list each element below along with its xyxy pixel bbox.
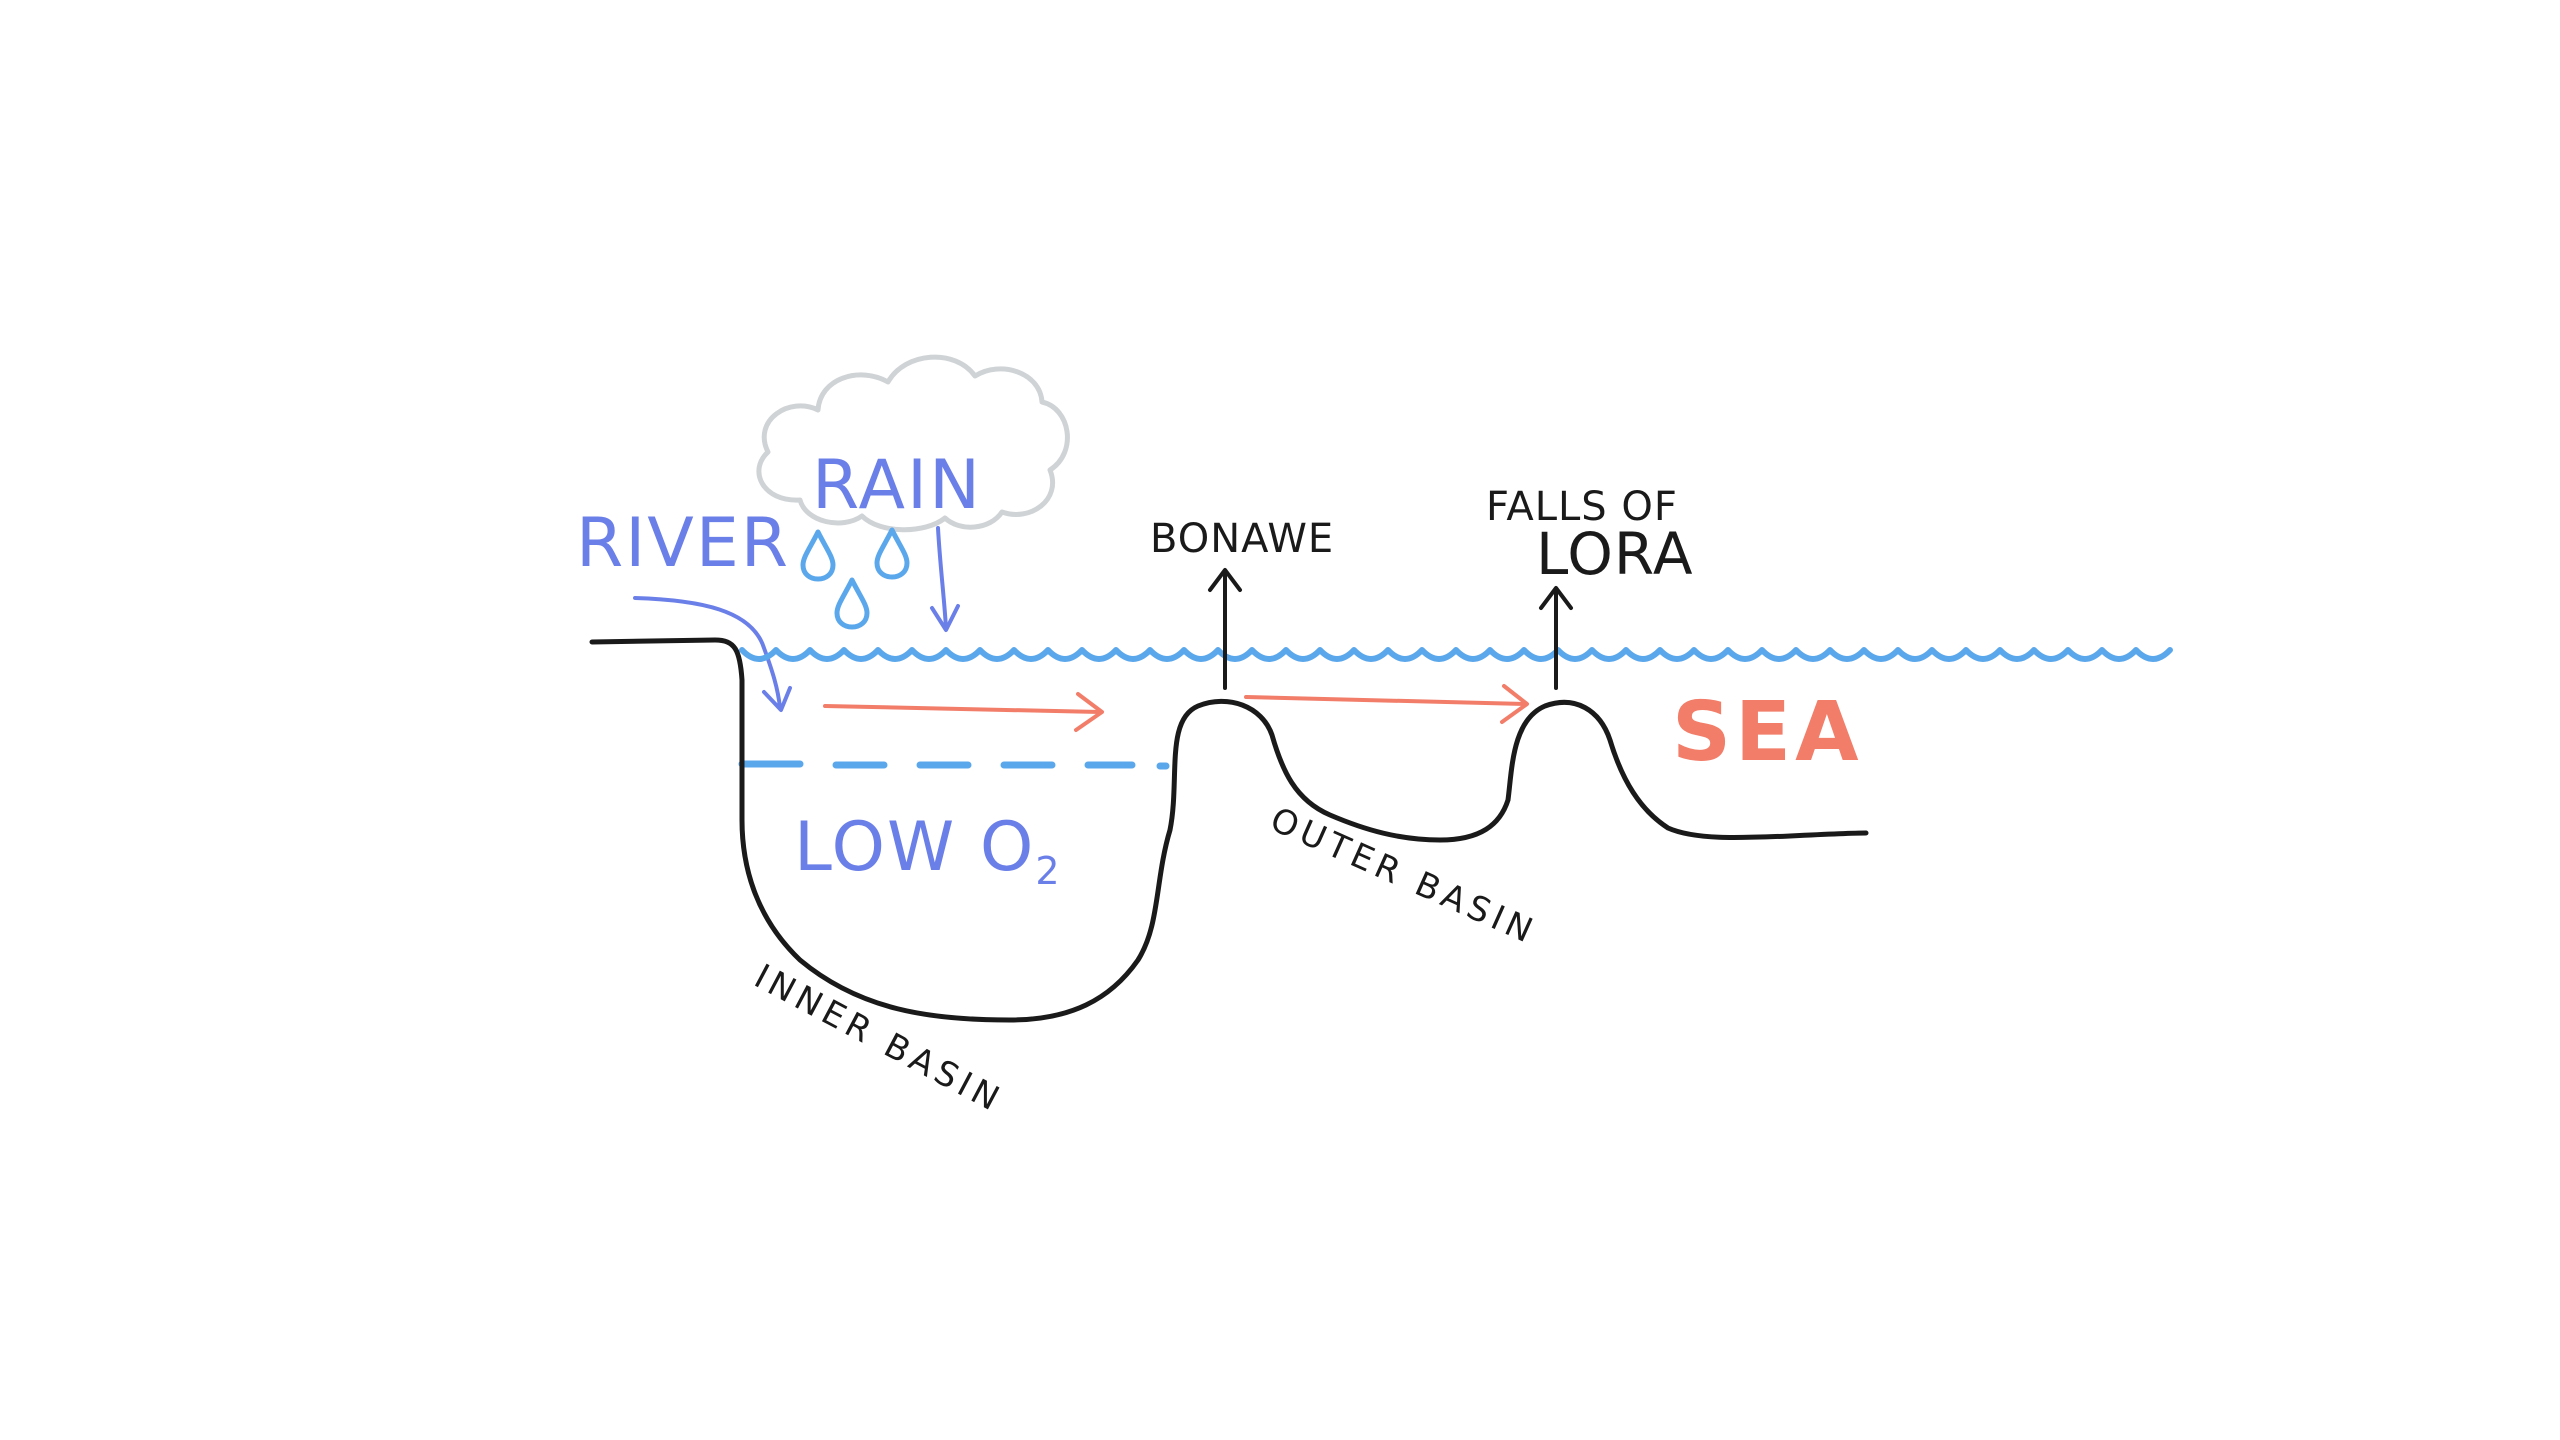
- seabed-profile: [589, 637, 1869, 1023]
- sea-label: SEA: [1672, 685, 1863, 780]
- falls-of-label: FALLS OF: [1486, 484, 1678, 530]
- outflow-arrow-inner: [823, 704, 1102, 714]
- low-oxygen-subscript: 2: [1035, 849, 1061, 893]
- rain-inflow-arrow: [930, 526, 960, 632]
- bonawe-label: BONAWE: [1150, 516, 1334, 562]
- outer-basin-label: OUTER BASIN: [1264, 800, 1542, 953]
- lora-label: LORA: [1536, 520, 1694, 588]
- rain-label: RAIN: [812, 446, 982, 525]
- river-inflow-arrow: [633, 596, 792, 712]
- raindrop-icon: [800, 529, 836, 582]
- surface-outflow-arrows: [823, 684, 1529, 732]
- water-surface: [739, 647, 2173, 662]
- low-oxygen-boundary: [738, 760, 1170, 770]
- raindrop-icon: [834, 577, 870, 630]
- river-label: RIVER: [576, 504, 790, 583]
- sill-markers: [1208, 568, 1573, 690]
- inner-basin-label: INNER BASIN: [748, 957, 1010, 1122]
- cloud-icon: [756, 354, 1070, 533]
- outflow-arrow-outer: [1244, 695, 1527, 706]
- raindrop-icon: [874, 527, 910, 580]
- rain-drops: [800, 527, 910, 630]
- low-oxygen-label: LOW O2: [794, 808, 1062, 893]
- low-oxygen-label-text: LOW O: [794, 808, 1035, 887]
